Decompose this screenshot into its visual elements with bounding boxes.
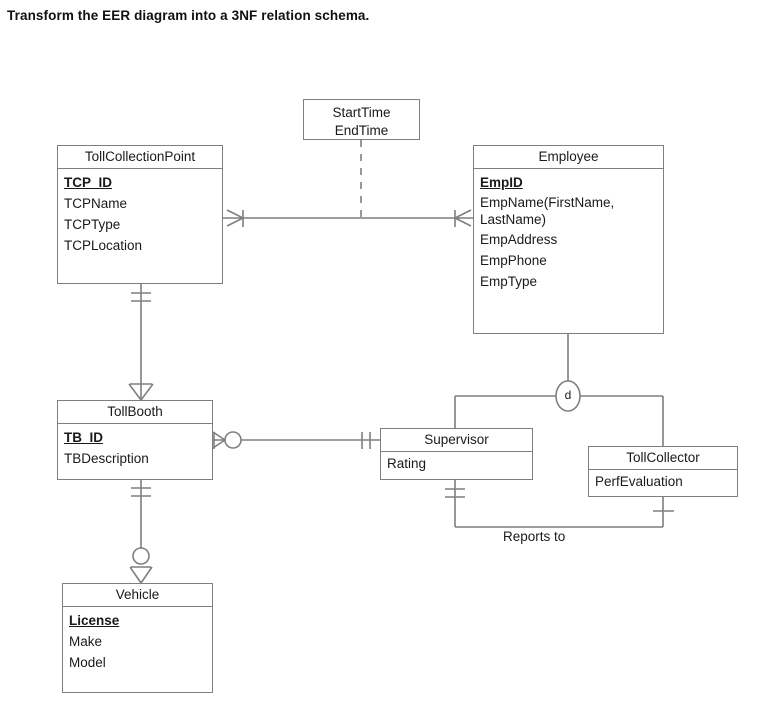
entity-tollbooth-attributes: TB_ID TBDescription bbox=[58, 424, 212, 473]
attribute-tcp-id: TCP_ID bbox=[64, 175, 113, 190]
crowsfoot-tcp-employee-left bbox=[226, 209, 244, 227]
prompt-text: Transform the EER diagram into a 3NF rel… bbox=[7, 8, 370, 23]
cardinality-one-supervisor-left bbox=[361, 432, 371, 449]
entity-vehicle-attributes: License Make Model bbox=[63, 607, 212, 677]
attribute-starttime: StartTime bbox=[332, 105, 391, 120]
entity-tollcollector[interactable]: TollCollector PerfEvaluation bbox=[588, 446, 738, 497]
entity-tollcollector-title: TollCollector bbox=[589, 447, 737, 470]
associative-attributes-box[interactable]: StartTime EndTime bbox=[303, 99, 420, 140]
entity-supervisor-attributes: Rating bbox=[381, 452, 532, 476]
attribute-model: Model bbox=[69, 655, 106, 670]
disjoint-marker-label: d bbox=[564, 388, 572, 402]
attribute-tcptype: TCPType bbox=[64, 217, 121, 232]
attribute-perfevaluation: PerfEvaluation bbox=[595, 474, 683, 489]
crowsfoot-tcp-tollbooth bbox=[128, 383, 154, 401]
crowsfoot-tollbooth-vehicle bbox=[129, 566, 153, 584]
disjoint-circle bbox=[555, 380, 581, 412]
entity-tollbooth-title: TollBooth bbox=[58, 401, 212, 424]
attribute-empname: EmpName(FirstName, LastName) bbox=[480, 195, 615, 227]
attribute-rating: Rating bbox=[387, 456, 427, 471]
entity-tollcollector-attributes: PerfEvaluation bbox=[589, 470, 737, 494]
attribute-tbdescription: TBDescription bbox=[64, 451, 149, 466]
entity-supervisor[interactable]: Supervisor Rating bbox=[380, 428, 533, 480]
optional-circle-tollbooth-supervisor bbox=[224, 431, 242, 449]
attribute-tcpname: TCPName bbox=[64, 196, 128, 211]
attribute-endtime: EndTime bbox=[334, 123, 389, 138]
entity-employee[interactable]: Employee EmpID EmpName(FirstName, LastNa… bbox=[473, 145, 664, 334]
entity-employee-attributes: EmpID EmpName(FirstName, LastName) EmpAd… bbox=[474, 169, 663, 296]
entity-supervisor-title: Supervisor bbox=[381, 429, 532, 452]
attribute-empid: EmpID bbox=[480, 175, 523, 190]
optional-circle-vehicle bbox=[132, 547, 150, 565]
attribute-license: License bbox=[69, 613, 120, 628]
entity-tollcollectionpoint-title: TollCollectionPoint bbox=[58, 146, 222, 169]
attribute-emptype: EmpType bbox=[480, 274, 538, 289]
entity-tollbooth[interactable]: TollBooth TB_ID TBDescription bbox=[57, 400, 213, 480]
crowsfoot-tcp-employee-right bbox=[454, 209, 472, 227]
edge-label-reports-to: Reports to bbox=[503, 529, 566, 544]
attribute-make: Make bbox=[69, 634, 103, 649]
attribute-empaddress: EmpAddress bbox=[480, 232, 558, 247]
attribute-empphone: EmpPhone bbox=[480, 253, 547, 268]
entity-tollcollectionpoint-attributes: TCP_ID TCPName TCPType TCPLocation bbox=[58, 169, 222, 260]
attribute-tb-id: TB_ID bbox=[64, 430, 104, 445]
cardinality-one-tollbooth-vehicle bbox=[131, 487, 151, 497]
entity-vehicle-title: Vehicle bbox=[63, 584, 212, 607]
entity-vehicle[interactable]: Vehicle License Make Model bbox=[62, 583, 213, 693]
crowsfoot-tollbooth-supervisor bbox=[212, 431, 226, 449]
entity-employee-title: Employee bbox=[474, 146, 663, 169]
cardinality-one-tcp-tollbooth bbox=[131, 292, 151, 302]
cardinality-one-reportsto-supervisor bbox=[445, 488, 465, 498]
attribute-tcplocation: TCPLocation bbox=[64, 238, 143, 253]
entity-tollcollectionpoint[interactable]: TollCollectionPoint TCP_ID TCPName TCPTy… bbox=[57, 145, 223, 284]
